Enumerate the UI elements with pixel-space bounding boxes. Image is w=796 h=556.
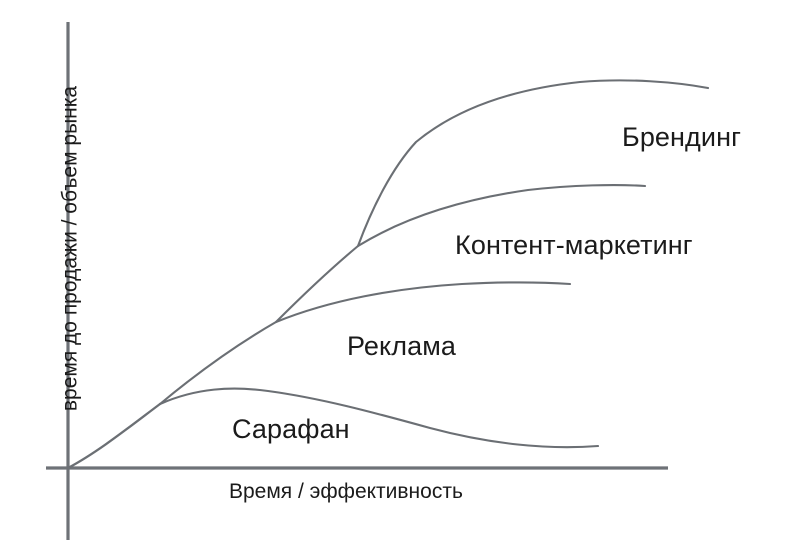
y-axis-label: время до продажи / объем рынка [58, 85, 82, 412]
series-label-reklama: Реклама [347, 331, 457, 361]
curve-sarafan [158, 387, 600, 449]
curve-reklama [158, 281, 572, 406]
series-label-brending: Брендинг [622, 122, 742, 152]
curve-content-marketing [274, 184, 647, 324]
curve-brending [356, 79, 710, 248]
series-label-sarafan: Сарафан [232, 414, 350, 444]
series-label-content-marketing: Контент-маркетинг [455, 230, 693, 260]
curve-origin-stem [66, 402, 162, 470]
x-axis-label: Время / эффективность [229, 480, 463, 503]
